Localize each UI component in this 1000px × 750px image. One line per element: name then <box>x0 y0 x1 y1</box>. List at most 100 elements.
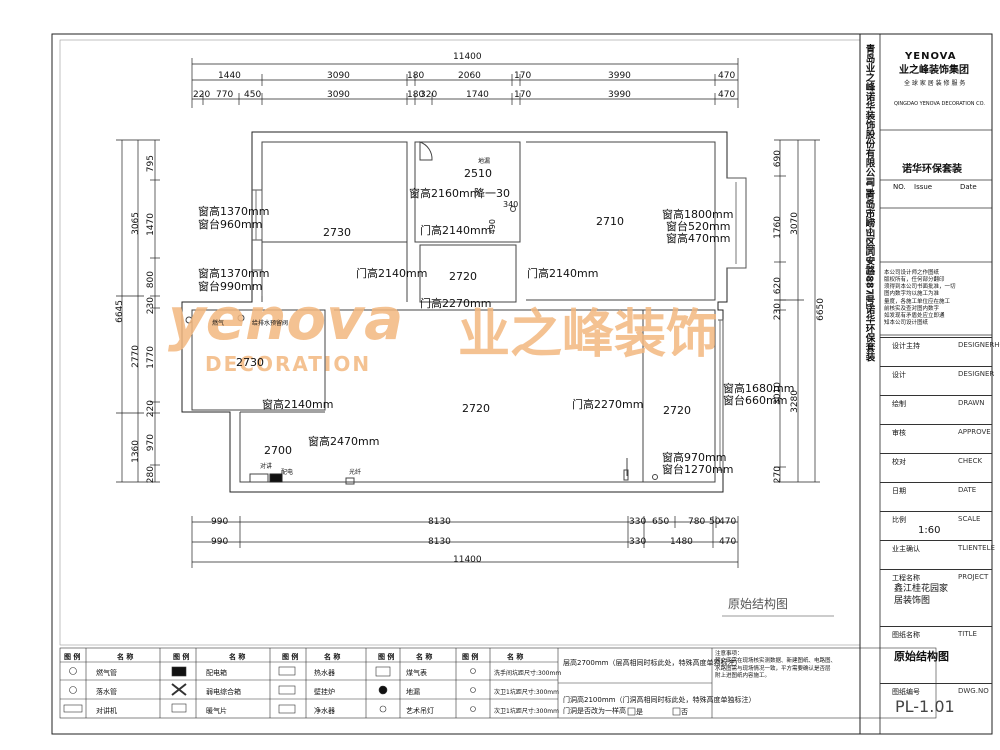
legend-item: 地漏 <box>406 688 420 696</box>
legend-item: 次卫1坑距尺寸:300mm <box>494 689 559 696</box>
room-topright-height: 2710 <box>596 215 624 228</box>
dims-bottom-row1-value: 470 <box>719 517 737 527</box>
title-block-label: 设计主持 <box>892 342 920 350</box>
legend-header: 图 例 <box>378 653 395 661</box>
fixture-fiber-label: 光纤 <box>349 469 362 476</box>
dims-bottom-row2-value: 8130 <box>428 537 451 547</box>
dims-left-inner-value: 1470 <box>146 213 156 236</box>
title-block-label-en: DATE <box>958 486 977 494</box>
company-name: 诺华环保套装 <box>902 164 962 175</box>
title-block-label-en: APPROVE <box>958 428 991 436</box>
legend-item: 弱电综合箱 <box>206 688 241 696</box>
dims-left-inner-value: 800 <box>146 271 156 289</box>
dim-right-total: 6650 <box>816 298 826 321</box>
dims-left-inner-value: 970 <box>146 434 156 452</box>
dims-top-row1-value: 3090 <box>327 71 350 81</box>
window-tl-height: 窗高1370mm <box>198 205 270 218</box>
title-block-value: PL-1.01 <box>895 697 955 716</box>
title-block-divider <box>880 482 992 484</box>
dims-bottom-row1-value: 8130 <box>428 517 451 527</box>
dims-right-inner-value: 620 <box>773 277 783 295</box>
bath-step: 降一30 <box>474 187 510 200</box>
title-block-value: 鑫江桂花园家 居装饰图 <box>894 584 949 606</box>
title-block-value: 1:60 <box>918 525 941 536</box>
window-tl-sill: 窗台960mm <box>198 218 263 231</box>
legend-header: 名 称 <box>117 653 134 661</box>
title-block-divider <box>880 683 992 685</box>
fixture-intercom-label: 对讲 <box>260 463 273 470</box>
dims-top-row2-value: 770 <box>216 90 234 100</box>
bath-door-height: 门高2140mm <box>420 224 492 237</box>
legend-item: 煤气表 <box>406 669 427 677</box>
bath-window-height: 窗高2160mm <box>409 187 481 200</box>
dim-top-total: 11400 <box>453 52 482 62</box>
dims-top-row2-value: 3990 <box>608 90 631 100</box>
copyright-note: 本公司设计师之作图纸 版权所有，任何部分翻印 须得到本公司书面批准，一切 图内数… <box>884 270 956 326</box>
window-tr-sill: 窗台520mm <box>666 220 731 233</box>
issue-date-label: Date <box>960 183 977 191</box>
vertical-tel: TEL (86) 0532 6770 1711 <box>865 180 876 308</box>
dims-left-outer-value: 2770 <box>131 345 141 368</box>
legend-item: 净水器 <box>314 707 335 715</box>
legend-header: 名 称 <box>416 653 433 661</box>
window-br2-height: 窗高970mm <box>662 451 727 464</box>
watermark-cn: 业之峰装饰 <box>458 305 719 365</box>
dims-bottom-row2-value: 1480 <box>670 537 693 547</box>
issue-label: Issue <box>914 183 933 191</box>
door-living-left: 窗高2470mm <box>308 435 380 448</box>
legend-note-door-same: 门洞是否改为一样高 <box>563 707 626 715</box>
dims-left-inner-value: 220 <box>146 400 156 418</box>
dims-top-row1-value: 470 <box>718 71 736 81</box>
dims-top-row2-value: 320 <box>420 90 438 100</box>
brand-logo: YENOVA <box>905 51 957 62</box>
dims-top-row2-value: 470 <box>718 90 736 100</box>
brand-sub: 全 球 家 居 装 修 服 务 <box>904 80 966 87</box>
legend-header: 名 称 <box>324 653 341 661</box>
issue-no-label: NO. <box>893 183 906 191</box>
dims-bottom-row2-value: 330 <box>629 537 647 547</box>
title-block-label-en: CHECK <box>958 457 983 465</box>
title-block-divider <box>880 395 992 397</box>
dims-top-row1-value: 2060 <box>458 71 481 81</box>
dims-right-inner-value: 1760 <box>773 216 783 239</box>
door-left-hall: 门高2140mm <box>356 267 428 280</box>
dims-left-inner-value: 795 <box>146 155 156 173</box>
title-block-divider <box>880 453 992 455</box>
dims-right-inner-value: 230 <box>773 303 783 321</box>
title-block-label: 业主确认 <box>892 545 920 553</box>
vertical-company-text: 青岛业之峰诺华装饰股份有限公司 青岛市崂山区同安路887号诺华环保套装 <box>863 44 875 362</box>
dims-top-row1-value: 180 <box>407 71 425 81</box>
dims-left-outer-value: 3065 <box>131 212 141 235</box>
legend-item: 对讲机 <box>96 707 117 715</box>
dims-left-inner-value: 1770 <box>146 346 156 369</box>
room-topleft-height: 2730 <box>323 226 351 239</box>
dims-top-row1-value: 3990 <box>608 71 631 81</box>
dims-bottom-row1-value: 780 <box>688 517 706 527</box>
dims-top-row2-value: 180 <box>407 90 425 100</box>
legend-header: 名 称 <box>507 653 524 661</box>
title-block-label: 比例 <box>892 516 906 524</box>
title-block-label-en: DRAWN <box>958 399 985 407</box>
legend-item: 洗手间坑距尺寸:300mm <box>494 670 562 677</box>
dims-top-row1-value: 170 <box>514 71 532 81</box>
title-block-label-en: TLIENTELE <box>958 544 995 552</box>
legend-item: 燃气管 <box>96 669 117 677</box>
window-tr-h2: 窗高470mm <box>666 232 731 245</box>
title-block-label-en: SCALE <box>958 515 981 523</box>
legend-header: 图 例 <box>64 653 81 661</box>
room-bottom-right-height: 2720 <box>663 404 691 417</box>
legend-item: 次卫1坑距尺寸:300mm <box>494 708 559 715</box>
window-br-height: 窗高1680mm <box>723 382 795 395</box>
title-block-divider <box>880 511 992 513</box>
door-hall-bottom: 门高2270mm <box>420 297 492 310</box>
dims-top-row2-value: 3090 <box>327 90 350 100</box>
legend-header: 图 例 <box>462 653 479 661</box>
legend-item: 艺术吊灯 <box>406 707 434 715</box>
title-block-divider <box>880 540 992 542</box>
title-block-label-en: TITLE <box>958 630 977 638</box>
door-kitchen: 窗高2140mm <box>262 398 334 411</box>
brand-sub2: QINGDAO YENOVA DECORATION CO. <box>894 101 985 107</box>
room-living-height: 2720 <box>462 402 490 415</box>
title-block-divider <box>880 626 992 628</box>
